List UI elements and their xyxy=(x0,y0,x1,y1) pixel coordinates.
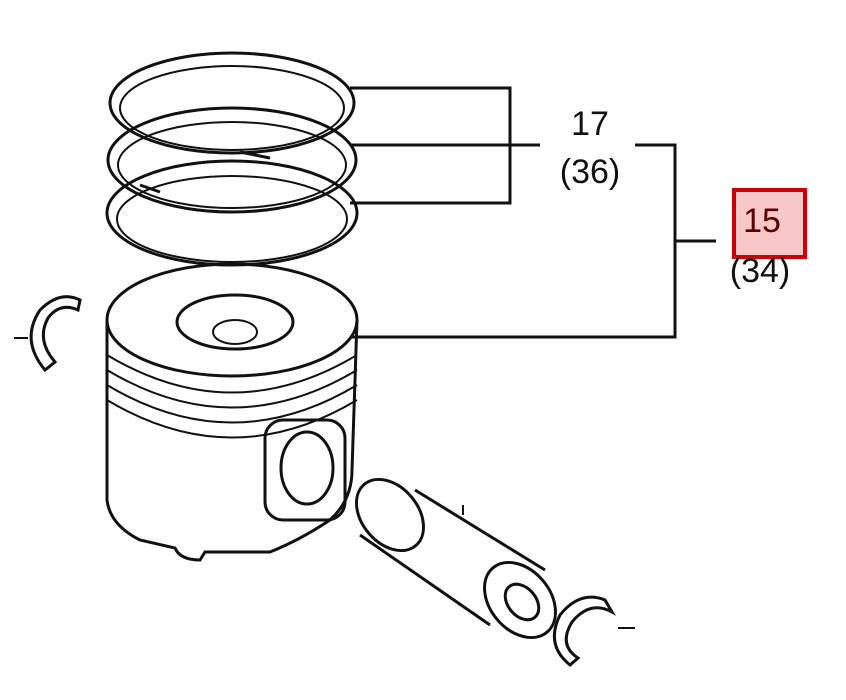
callout-15-number[interactable]: 15 xyxy=(743,202,781,240)
piston-ring-middle[interactable] xyxy=(106,106,358,214)
snap-ring-left[interactable] xyxy=(14,295,82,373)
piston-pin[interactable] xyxy=(343,466,570,651)
piston-ring-top[interactable] xyxy=(108,51,356,155)
callout-15-quantity: (34) xyxy=(730,252,790,290)
callout-17-number[interactable]: 17 xyxy=(571,105,609,143)
leader-lines xyxy=(350,86,716,339)
highlight-box xyxy=(732,188,807,259)
snap-ring-right[interactable] xyxy=(552,595,635,667)
piston[interactable] xyxy=(105,262,359,562)
callout-17-quantity: (36) xyxy=(560,153,620,191)
